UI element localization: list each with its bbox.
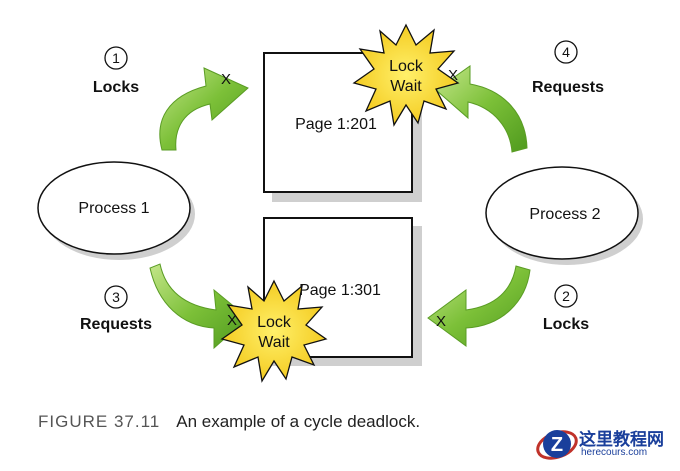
watermark-url: herecours.com: [581, 447, 648, 458]
x-mark: X: [448, 67, 458, 84]
lock-wait-line2: Wait: [258, 334, 290, 351]
figure-caption: FIGURE 37.11 An example of a cycle deadlo…: [38, 412, 420, 432]
step-1: 1 Locks: [93, 46, 139, 96]
lock-wait-line1: Lock: [257, 314, 292, 331]
watermark-logo: Z 这里教程网 herecours.com: [535, 422, 680, 467]
step-2: 2 Locks: [543, 284, 589, 333]
step-label: Locks: [543, 316, 589, 333]
process-2-label: Process 2: [529, 206, 600, 223]
lock-wait-starburst-top: Lock Wait: [352, 23, 460, 127]
page-label-top: Page 1:201: [295, 116, 377, 133]
step-number: 3: [112, 289, 120, 305]
arrow-requests-page-bottom: X: [149, 263, 249, 350]
x-mark: X: [227, 312, 237, 329]
lock-wait-starburst-bottom: Lock Wait: [220, 279, 328, 383]
step-4: 4 Requests: [532, 40, 604, 96]
process-2: Process 2: [485, 166, 643, 265]
step-number: 1: [112, 50, 120, 66]
watermark-z-icon: Z: [536, 430, 578, 460]
x-mark: X: [436, 313, 446, 330]
lock-wait-line2: Wait: [390, 78, 422, 95]
step-label: Requests: [80, 316, 152, 333]
arrow-locks-page-top: X: [159, 67, 249, 151]
step-number: 2: [562, 288, 570, 304]
figure-caption-text: An example of a cycle deadlock.: [176, 412, 421, 431]
svg-text:Z: Z: [551, 434, 563, 456]
page-label-bottom: Page 1:301: [299, 282, 381, 299]
step-3: 3 Requests: [80, 285, 152, 333]
lock-wait-line1: Lock: [389, 58, 424, 75]
arrow-locks-page-bottom: X: [427, 265, 531, 347]
x-mark: X: [221, 71, 231, 88]
step-number: 4: [562, 44, 570, 60]
process-1-label: Process 1: [78, 200, 149, 217]
watermark-title: 这里教程网: [579, 430, 664, 449]
arrow-requests-page-top: X: [435, 65, 528, 153]
step-label: Locks: [93, 79, 139, 96]
figure-number: FIGURE 37.11: [38, 412, 161, 431]
process-1: Process 1: [37, 161, 195, 260]
step-label: Requests: [532, 79, 604, 96]
